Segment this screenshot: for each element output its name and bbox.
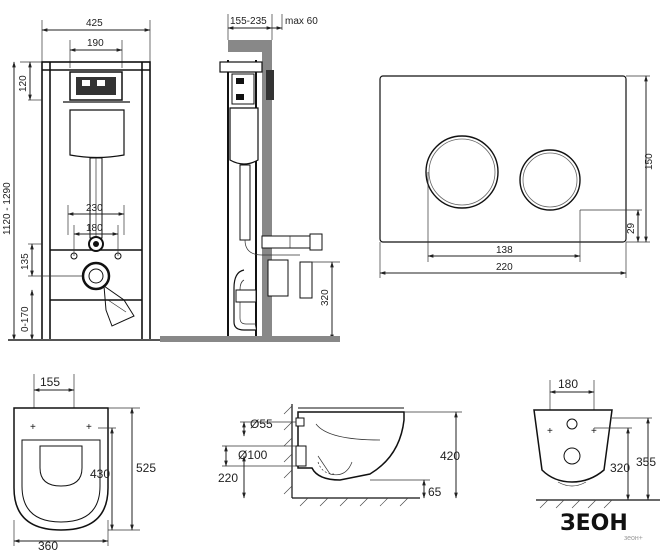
- side-drain-height: 320: [320, 289, 331, 306]
- bowl-side-view: Ø55 Ø100 220 420 65: [218, 404, 462, 507]
- top-seat-width: 155: [40, 375, 60, 389]
- rear-outlet-height: 355: [636, 455, 656, 469]
- top-mount-length: 430: [90, 467, 110, 481]
- side-depth-max: max 60: [285, 16, 318, 27]
- front-height-top: 120: [18, 75, 29, 92]
- svg-text:+: +: [547, 426, 553, 437]
- top-length: 525: [136, 461, 156, 475]
- plate-width: 220: [496, 262, 513, 273]
- front-view: 425 190 230: [2, 18, 160, 341]
- plate-height: 150: [644, 153, 655, 170]
- rear-bolt-spacing: 180: [558, 377, 578, 391]
- front-height-range: 1120 - 1290: [2, 182, 13, 235]
- front-pipe-spacing: 230: [86, 203, 103, 214]
- svg-text:+: +: [591, 426, 597, 437]
- side-outlet-100: Ø100: [238, 448, 268, 462]
- top-width: 360: [38, 539, 58, 550]
- side-outlet-55: Ø55: [250, 417, 273, 431]
- flush-plate: 150 29 138 220: [379, 75, 655, 278]
- svg-text:+: +: [86, 422, 92, 433]
- front-bolt-spacing: 180: [86, 223, 103, 234]
- brand-logo-text: ЗЕОН: [560, 511, 628, 536]
- side-floor-gap: 65: [428, 485, 442, 499]
- front-width-panel: 190: [87, 38, 104, 49]
- plate-button-offset: 29: [626, 222, 637, 234]
- side-view: 155-235 max 60 320: [160, 14, 340, 342]
- plate-button-spacing: 138: [496, 245, 513, 256]
- brand-logo: ЗЕОН зеон+: [560, 511, 643, 542]
- flush-button-large: [425, 135, 499, 209]
- side-depth-range: 155-235: [230, 16, 267, 27]
- flush-button-small: [519, 149, 581, 211]
- front-drain-height: 135: [20, 253, 31, 270]
- side-outlet-height: 220: [218, 471, 238, 485]
- svg-text:+: +: [30, 422, 36, 433]
- bowl-top-view: 155 + + 525 430 360: [13, 374, 156, 550]
- bowl-rear-view: 180 + + 320 355: [533, 377, 660, 509]
- side-height: 420: [440, 449, 460, 463]
- front-width-total: 425: [86, 18, 103, 29]
- rear-bolt-height: 320: [610, 461, 630, 475]
- front-floor-range: 0-170: [20, 306, 31, 332]
- brand-tagline: зеон+: [624, 535, 643, 542]
